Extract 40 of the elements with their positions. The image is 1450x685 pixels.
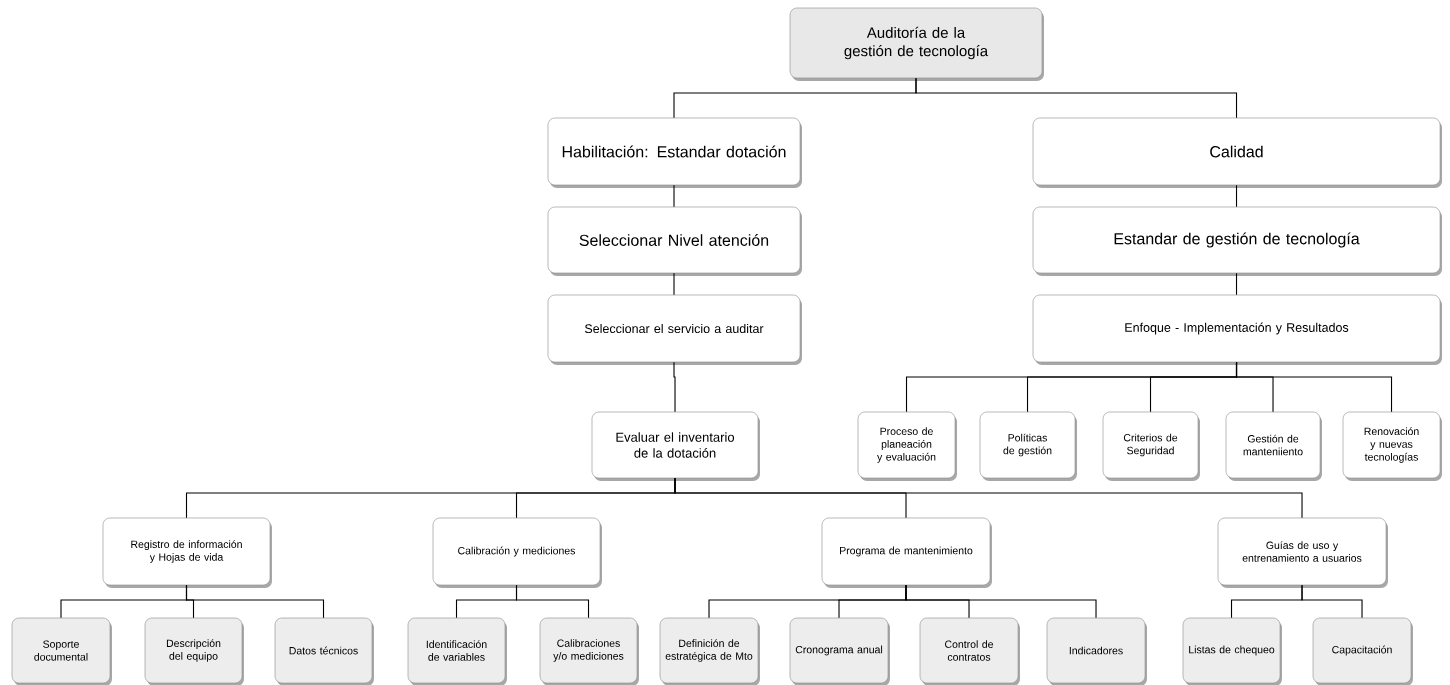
process-box: Programa de mantenimiento [821, 517, 992, 588]
root-box: Auditoría de la gestión de tecnología [789, 7, 1044, 81]
connector [1301, 584, 1363, 619]
leaf-box: Capacitación [1312, 617, 1413, 685]
connector [915, 77, 1238, 119]
process-box: Registro de información y Hojas de vida [102, 517, 272, 588]
connector [674, 477, 1303, 519]
leaf-box: Control de contratos [919, 617, 1020, 685]
process-box: Calibración y mediciones [432, 517, 602, 588]
connector [673, 361, 676, 413]
leaf-box: Datos técnicos [274, 617, 374, 685]
leaf-box: Identificación de variables [407, 617, 507, 685]
leaf-box: Descripción del equipo [144, 617, 244, 685]
connector [905, 584, 1097, 619]
leaf-box: Indicadores [1046, 617, 1147, 685]
process-box: Proceso de planeación y evaluación [857, 411, 957, 481]
process-box: Gestión de manteniiento [1225, 411, 1322, 481]
connector [673, 272, 675, 296]
process-box: Evaluar el inventario de la dotación [591, 411, 760, 481]
connector [1235, 184, 1238, 208]
process-box: Calidad [1032, 117, 1442, 188]
leaf-box: Soporte documental [11, 617, 112, 685]
process-box: Guías de uso y entrenamiento a usuarios [1217, 517, 1388, 588]
leaf-box: Listas de chequeo [1182, 617, 1282, 685]
process-box: Renovación y nuevas tecnologías [1342, 411, 1442, 481]
process-box: Seleccionar Nivel atención [547, 206, 802, 276]
process-box: Criterios de Seguridad [1102, 411, 1200, 481]
leaf-box: Cronograma anual [789, 617, 890, 685]
connector [1235, 361, 1393, 413]
process-box: Políticas de gestión [979, 411, 1077, 481]
process-box: Habilitación: Estandar dotación [547, 117, 802, 188]
connector [1235, 272, 1238, 296]
process-box: Enfoque - Implementación y Resultados [1032, 294, 1442, 365]
leaf-box: Calibraciones y/o mediciones [539, 617, 639, 685]
process-box: Seleccionar el servicio a auditar [547, 294, 802, 365]
leaf-box: Definición de estratégica de Mto [659, 617, 760, 685]
connector [185, 584, 325, 619]
connector [515, 584, 590, 619]
connector [673, 184, 675, 208]
process-box: Estandar de gestión de tecnología [1032, 206, 1442, 276]
